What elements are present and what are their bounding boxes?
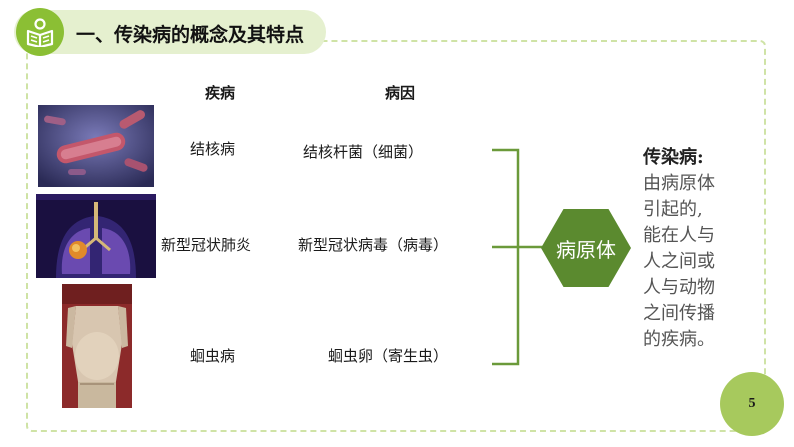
disease-tuberculosis: 结核病 [190, 140, 236, 158]
column-header-disease: 疾病 [205, 84, 236, 102]
column-header-cause: 病因 [385, 84, 416, 102]
lung-image [36, 194, 156, 278]
disease-covid-pneumonia: 新型冠状肺炎 [161, 236, 252, 254]
definition-line: 的疾病。 [643, 329, 715, 350]
cause-roundworm-eggs: 蛔虫卵（寄生虫） [328, 347, 449, 365]
pathogen-hexagon: 病原体 [541, 209, 631, 287]
title-bar [14, 10, 326, 54]
cause-tuberculosis: 结核杆菌（细菌） [303, 143, 424, 161]
book-reader-icon [16, 8, 64, 56]
tuberculosis-bacteria-image [38, 105, 154, 187]
definition-line: 之间传播 [643, 303, 715, 324]
definition-line: 人与动物 [643, 277, 715, 298]
definition-title: 传染病: [643, 147, 704, 168]
cause-covid-virus: 新型冠状病毒（病毒） [298, 236, 449, 254]
definition-line: 由病原体 [643, 173, 715, 194]
page-number: 5 [748, 396, 756, 411]
bracket-connector [492, 148, 544, 366]
slide-title: 一、传染病的概念及其特点 [76, 24, 305, 46]
pathogen-label: 病原体 [556, 237, 616, 262]
page-number-badge: 5 [720, 372, 784, 436]
definition-line: 人之间或 [643, 251, 715, 272]
definition-line: 引起的, [643, 199, 703, 220]
definition-block: 传染病: 由病原体 引起的, 能在人与 人之间或 人与动物 之间传播 的疾病。 [643, 145, 748, 353]
definition-line: 能在人与 [643, 225, 715, 246]
ascariasis-patient-image [62, 284, 132, 408]
disease-ascariasis: 蛔虫病 [190, 347, 236, 365]
content-frame [26, 40, 766, 432]
